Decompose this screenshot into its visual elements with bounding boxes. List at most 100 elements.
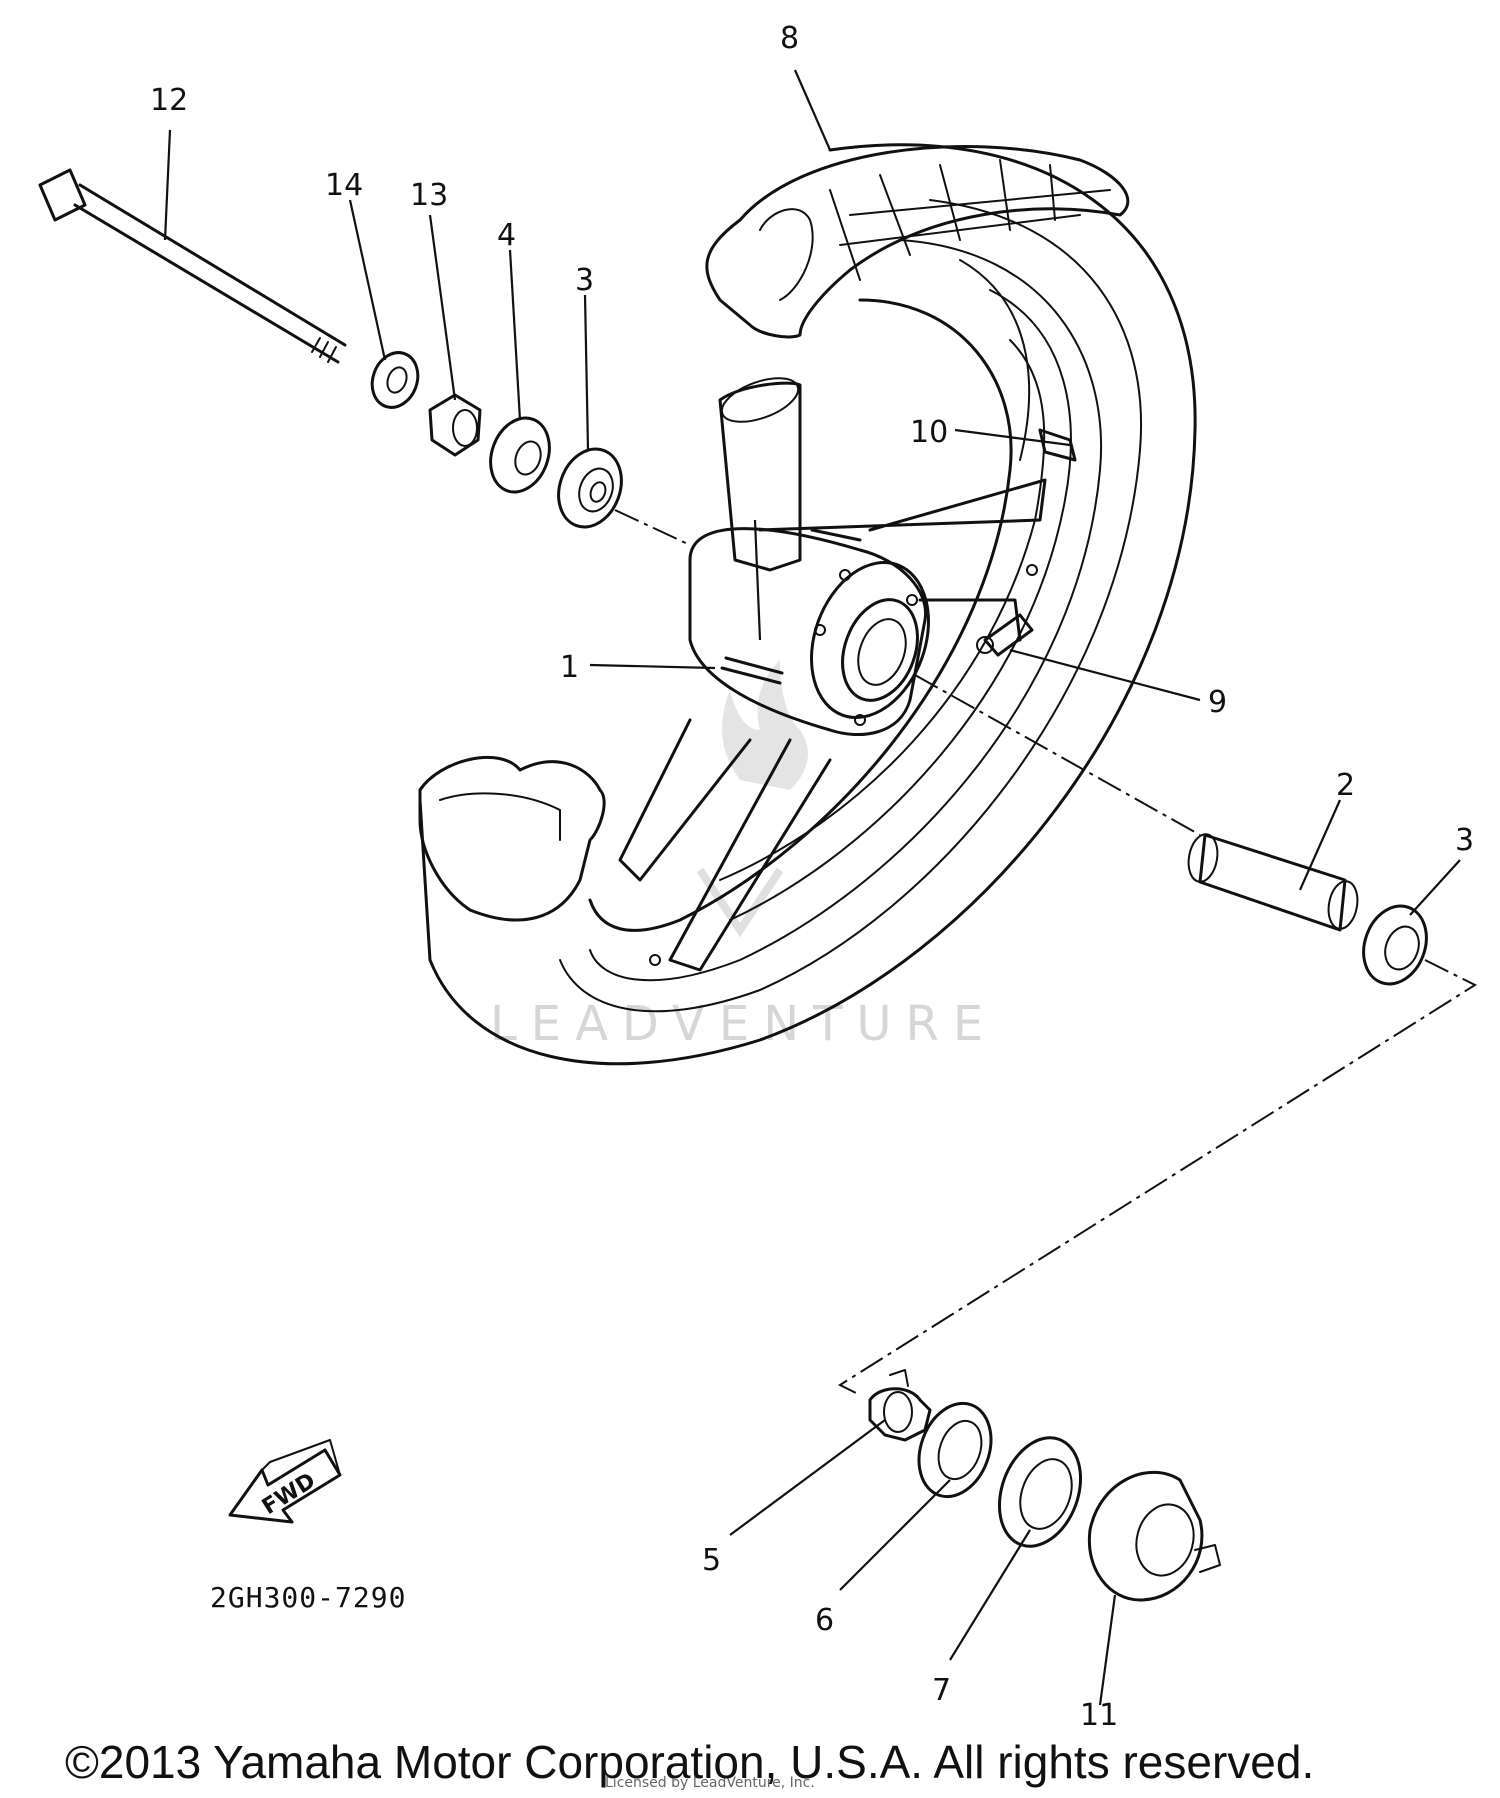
centerline-meter — [837, 959, 1478, 1396]
copyright-text: ©2013 Yamaha Motor Corporation, U.S.A. A… — [65, 1736, 1314, 1788]
centerline-right — [914, 674, 1201, 836]
axle-thread — [311, 337, 337, 363]
leader-4 — [508, 249, 522, 421]
rim-hole — [1026, 564, 1038, 576]
tire-outer-edge — [418, 143, 1197, 1066]
leader-lines — [163, 69, 1461, 1706]
watermark: LEADVENTURE — [490, 660, 997, 1052]
speedometer-gear-unit — [1087, 1470, 1204, 1602]
leader-7 — [949, 1529, 1031, 1661]
bearing-right-race — [1384, 925, 1420, 971]
part-label-12: 12 — [150, 83, 188, 118]
meter-clutch-bore — [883, 1391, 913, 1433]
valve-cap — [976, 636, 994, 654]
part-label-9: 9 — [1208, 685, 1227, 720]
part-label-7: 7 — [932, 1673, 951, 1708]
axle-bolt-head — [38, 168, 87, 222]
wheel-assembly — [418, 143, 1197, 1066]
spacer-end — [1327, 880, 1359, 930]
part-label-4: 4 — [497, 218, 516, 253]
hub-slot — [810, 528, 862, 542]
bearing-right — [1362, 904, 1428, 986]
hub-bolt-hole — [854, 714, 866, 726]
meter-clutch-tab — [889, 1369, 909, 1387]
leader-2 — [1298, 799, 1342, 891]
spoke-tube — [718, 381, 802, 572]
licensed-text: Licensed by LeadVenture, Inc. — [605, 1775, 815, 1791]
rim-hole — [649, 954, 661, 966]
spoke-lower — [668, 738, 832, 972]
hub-bearing-seat — [857, 618, 907, 686]
part-label-2: 2 — [1336, 768, 1355, 803]
meter-clutch — [868, 1387, 932, 1442]
oil-seal-bore — [514, 440, 542, 476]
rim-inner-edge — [588, 298, 1013, 932]
hub-flange — [810, 561, 930, 719]
gear-unit-face — [1135, 1503, 1195, 1577]
tire-tread-line — [959, 259, 1031, 461]
tire-tread-line — [729, 289, 1072, 921]
collar-bore — [452, 409, 478, 447]
spoke-right — [918, 598, 1022, 642]
fwd-arrow-icon: FWD — [228, 1439, 342, 1524]
part-label-1: 1 — [560, 650, 579, 685]
watermark-v-icon — [696, 867, 784, 938]
fwd-label: FWD — [258, 1468, 320, 1520]
tire-cut-section-top — [705, 145, 1130, 339]
leader-6 — [839, 1479, 951, 1591]
part-label-8: 8 — [780, 21, 799, 56]
part-label-3b: 3 — [1455, 823, 1474, 858]
leader-1-tube — [753, 519, 762, 641]
watermark-text: LEADVENTURE — [490, 996, 997, 1052]
part-label-3a: 3 — [575, 263, 594, 298]
leader-1 — [589, 663, 716, 670]
axle-shaft — [73, 183, 347, 364]
bearing-meter — [997, 1436, 1083, 1548]
spoke-lower-left — [618, 718, 752, 882]
spoke-clip — [1038, 428, 1077, 462]
tire-tread-pattern — [829, 159, 1111, 281]
hub-body — [688, 527, 928, 737]
leader-12 — [163, 129, 172, 241]
tire-cut-section-bottom — [418, 755, 606, 922]
bearing-meter-race — [1019, 1458, 1073, 1530]
valve-stem — [983, 613, 1034, 657]
leader-3b — [1409, 859, 1461, 916]
axle-washer-hole — [386, 366, 408, 394]
tire-cross-section — [439, 792, 561, 841]
oil-seal — [489, 416, 551, 494]
axle-washer — [370, 351, 420, 409]
axle-parts — [38, 168, 1428, 1602]
bearing-left — [557, 447, 623, 529]
leader-13 — [428, 214, 457, 401]
centerline-left — [614, 509, 691, 546]
axle-collar — [428, 393, 482, 457]
leader-14 — [348, 199, 387, 361]
tire-tread-line — [559, 199, 1142, 1013]
part-label-14: 14 — [325, 168, 363, 203]
part-label-5: 5 — [702, 1543, 721, 1578]
bearing-left-race — [578, 467, 614, 513]
hub-bolt-hole — [906, 594, 918, 606]
leader-8 — [793, 69, 832, 151]
gear-unit-cable-port — [1194, 1544, 1221, 1573]
hub-bolt-hole — [814, 624, 826, 636]
watermark-flame-icon — [722, 660, 808, 790]
centerlines — [614, 509, 1478, 1396]
tire-tread-line — [589, 239, 1102, 982]
hub-bolt-hole — [839, 569, 851, 581]
leader-3a — [583, 294, 590, 451]
oil-seal-meter — [917, 1401, 993, 1499]
reference-code: 2GH300-7290 — [210, 1581, 406, 1614]
part-label-6: 6 — [815, 1603, 834, 1638]
tire-cross-section — [759, 208, 814, 301]
spoke-upper — [758, 478, 1047, 532]
axle-spacer — [1198, 833, 1347, 932]
bearing-left-bore — [589, 481, 607, 503]
leader-10 — [954, 428, 1071, 447]
spoke-tube-end — [720, 377, 800, 423]
oil-seal-meter-bore — [937, 1419, 983, 1481]
part-label-13: 13 — [410, 178, 448, 213]
part-label-10: 10 — [910, 415, 948, 450]
